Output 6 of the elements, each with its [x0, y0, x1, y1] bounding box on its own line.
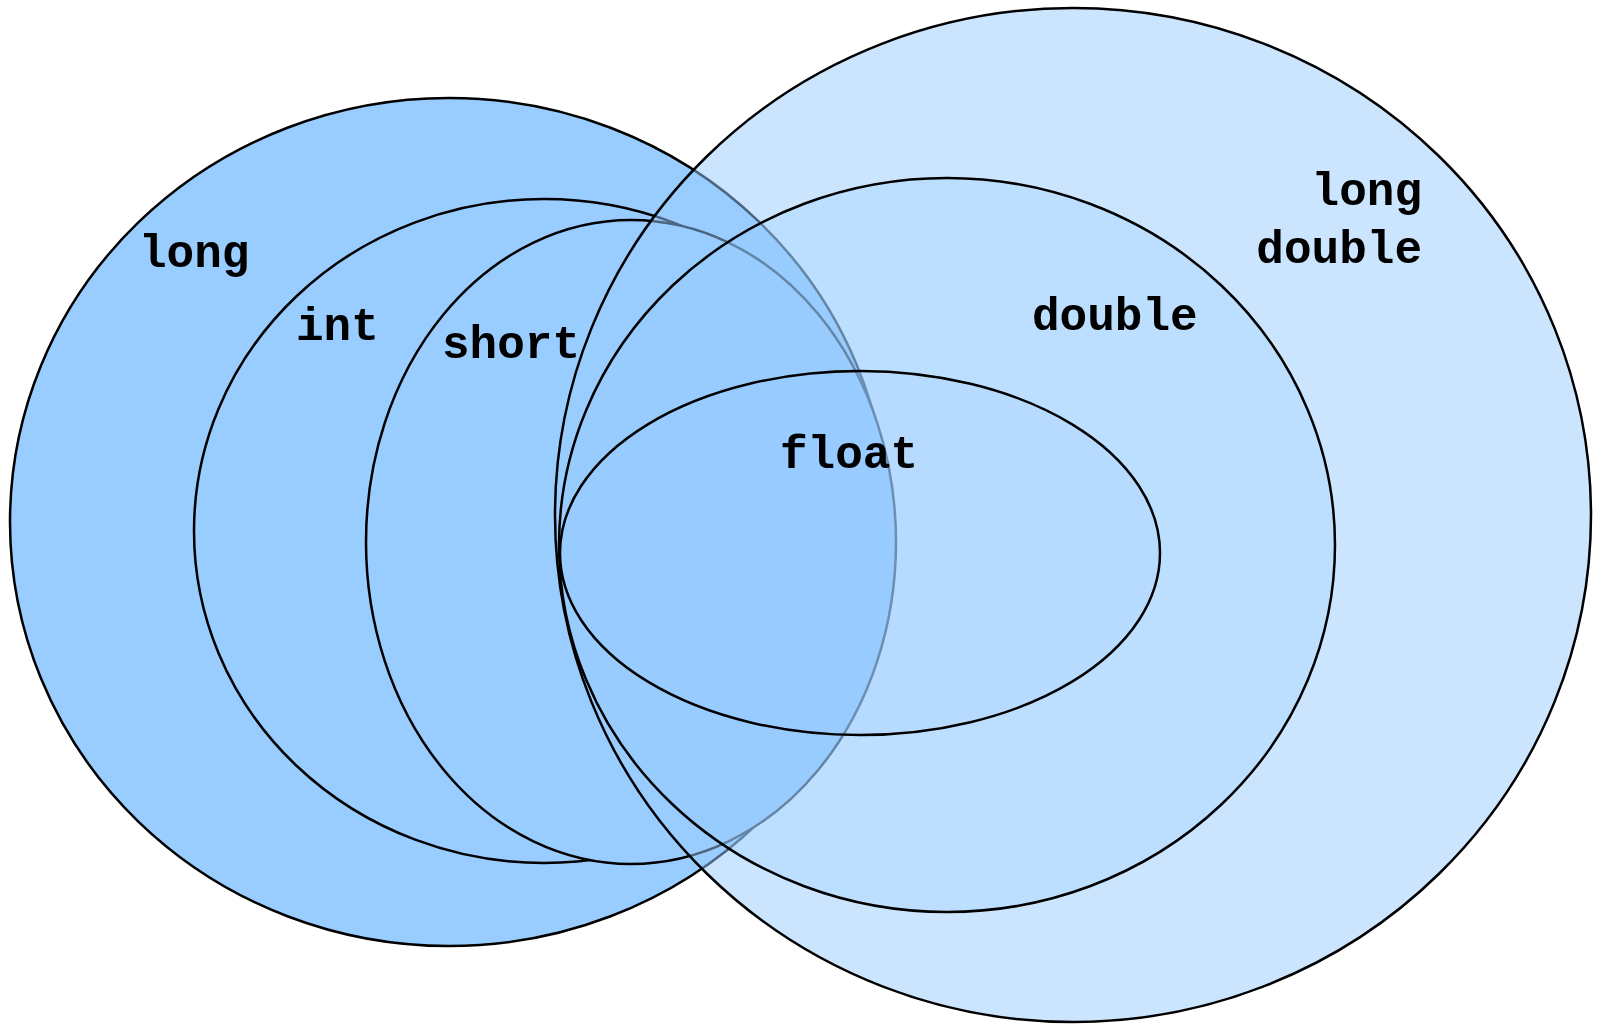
set-label: short — [442, 319, 581, 374]
set-label: double — [1032, 291, 1198, 346]
set-label: int — [296, 301, 379, 356]
set-label: long — [139, 228, 250, 283]
set-label: long double — [1255, 166, 1422, 279]
set-label: float — [780, 429, 919, 484]
